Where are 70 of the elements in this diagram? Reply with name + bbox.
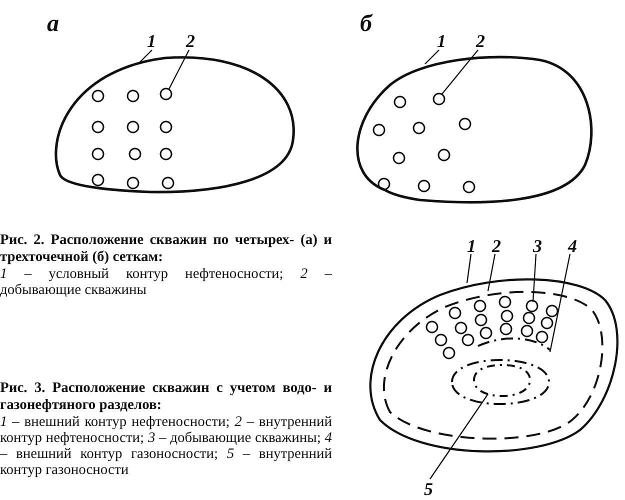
leader-line <box>466 254 472 284</box>
leader-line <box>138 50 152 64</box>
callout-number: 3 <box>533 237 542 255</box>
callout-number: 5 <box>424 480 433 498</box>
well-marker <box>378 178 390 190</box>
well-marker <box>462 180 476 194</box>
well-marker <box>526 300 538 312</box>
well-marker <box>500 310 514 322</box>
outer-gas-contour-outline <box>451 337 551 405</box>
well-marker <box>522 312 536 324</box>
well-marker <box>92 148 104 160</box>
well-marker <box>126 90 140 102</box>
oil-contour-outline <box>356 56 593 204</box>
well-marker <box>92 120 104 134</box>
well-marker <box>536 330 548 344</box>
panel-letter: а <box>47 12 59 36</box>
callout-number: 1 <box>467 237 476 255</box>
callout-number: 1 <box>437 32 446 50</box>
well-marker <box>426 320 438 334</box>
well-marker <box>480 326 492 340</box>
figure-caption-title: Рис. 3. Расположение скважин с учетом водо- и газонефтяного разделов: <box>0 380 332 414</box>
leader-line <box>442 50 478 94</box>
leader-line <box>424 50 440 64</box>
well-marker <box>160 120 172 134</box>
figure-caption-title: Рис. 2. Расположение скважин по четырех- (а) и трехточечной (б) сеткам: <box>0 232 332 266</box>
leader-line <box>168 50 190 90</box>
leader-line <box>549 254 571 352</box>
well-marker <box>520 324 534 338</box>
well-marker <box>162 176 174 190</box>
well-marker <box>500 322 512 336</box>
inner-gas-contour-outline <box>473 364 531 397</box>
panel-letter: б <box>360 12 372 36</box>
well-marker <box>412 122 426 134</box>
well-marker <box>540 316 554 330</box>
callout-number: 2 <box>476 32 485 50</box>
well-marker <box>372 124 386 136</box>
well-marker <box>454 322 468 334</box>
well-marker <box>474 300 486 312</box>
well-marker <box>392 152 406 164</box>
well-marker <box>126 120 140 134</box>
well-marker <box>448 306 462 320</box>
leader-line <box>532 254 537 302</box>
well-marker <box>160 148 172 160</box>
well-marker <box>474 314 488 326</box>
well-marker <box>458 118 472 130</box>
well-marker <box>432 92 446 106</box>
well-marker <box>438 148 450 162</box>
inner-oil-contour-outline <box>382 291 604 440</box>
callout-number: 2 <box>186 32 195 50</box>
figure-caption-key: 1 – условный контур нефтеносности; 2 – добывающие скважины <box>0 266 332 298</box>
well-marker <box>462 334 474 346</box>
well-marker <box>442 346 456 360</box>
oil-contour-outline <box>54 56 295 194</box>
well-marker <box>160 88 172 100</box>
well-marker <box>434 334 448 346</box>
well-marker <box>92 174 104 186</box>
callout-number: 2 <box>492 237 501 255</box>
well-marker <box>394 96 406 108</box>
callout-number: 1 <box>147 32 156 50</box>
callout-number: 4 <box>568 237 577 255</box>
well-marker <box>498 296 512 308</box>
outer-oil-contour-outline <box>369 278 618 452</box>
well-marker <box>128 148 142 160</box>
well-marker <box>546 304 558 318</box>
well-marker <box>418 180 430 192</box>
figure-caption-key: 1 – внешний контур нефтеносности; 2 – внутренний контур нефтеносности; 3 – добывающие скважины; 4 – внешний контур газоносности; 5 – внутренний контур газоносности <box>0 414 332 478</box>
well-marker <box>126 176 140 190</box>
leader-line <box>487 254 496 292</box>
leader-line <box>430 394 488 480</box>
well-marker <box>92 90 104 102</box>
